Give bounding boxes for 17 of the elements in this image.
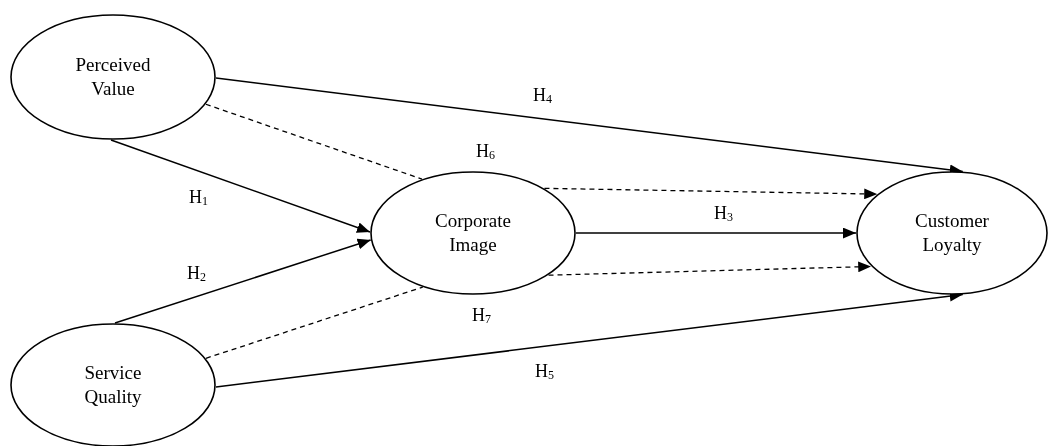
arrow <box>575 227 857 239</box>
edge-label: H$_{5}$ <box>535 362 554 381</box>
arrow <box>114 238 372 324</box>
ellipse-node <box>856 171 1048 295</box>
edge-label: H$_{4}$ <box>533 86 552 105</box>
edge-label: H$_{1}$ <box>189 188 208 207</box>
node-label: Perceived Value <box>74 53 152 101</box>
arrow <box>543 187 878 200</box>
edge-label: H$_{2}$ <box>187 264 206 283</box>
node-label: Service Quality <box>83 361 143 409</box>
node-label: Customer Loyalty <box>914 209 990 257</box>
arrow <box>547 261 872 276</box>
ellipse-node <box>370 171 576 295</box>
arrow <box>110 139 371 233</box>
ellipse-node <box>10 14 216 140</box>
node-label: Corporate Image <box>434 209 512 257</box>
edge-label: H$_{3}$ <box>714 204 733 223</box>
